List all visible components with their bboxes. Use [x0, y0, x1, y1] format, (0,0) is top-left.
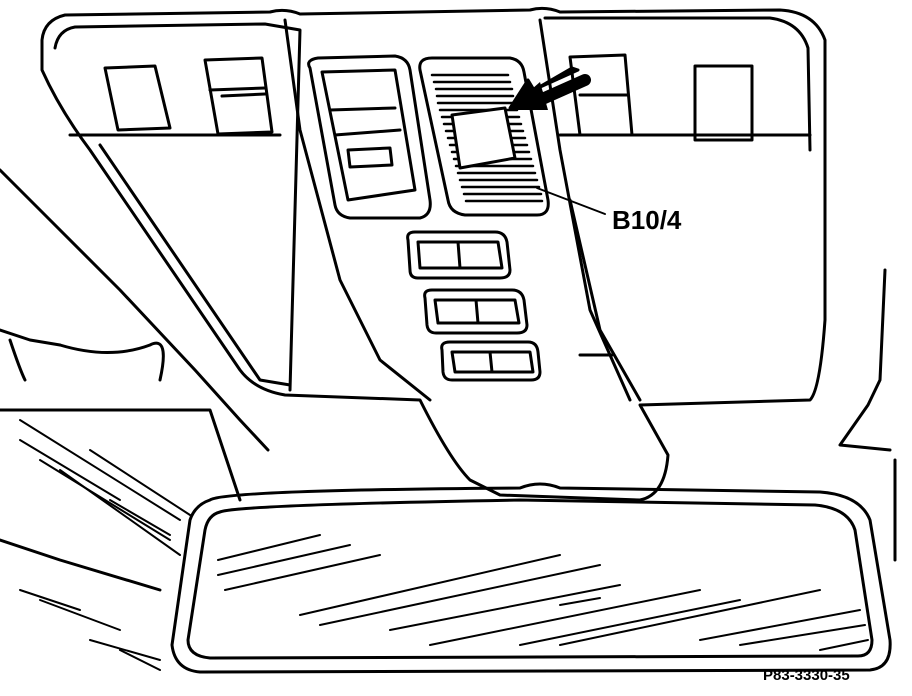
pointer-arrow-shaft [534, 74, 591, 106]
figure-code: P83-3330-35 [763, 667, 850, 684]
console-switches [406, 230, 542, 382]
sensor-grille [418, 56, 550, 217]
pointer-arrow-head [508, 82, 548, 110]
component-label: B10/4 [612, 205, 682, 235]
headliner [0, 168, 897, 592]
overhead-console [40, 6, 827, 502]
visor-hatching [19, 419, 191, 671]
leader-line [536, 187, 606, 215]
rear-view-mirror [170, 482, 892, 674]
